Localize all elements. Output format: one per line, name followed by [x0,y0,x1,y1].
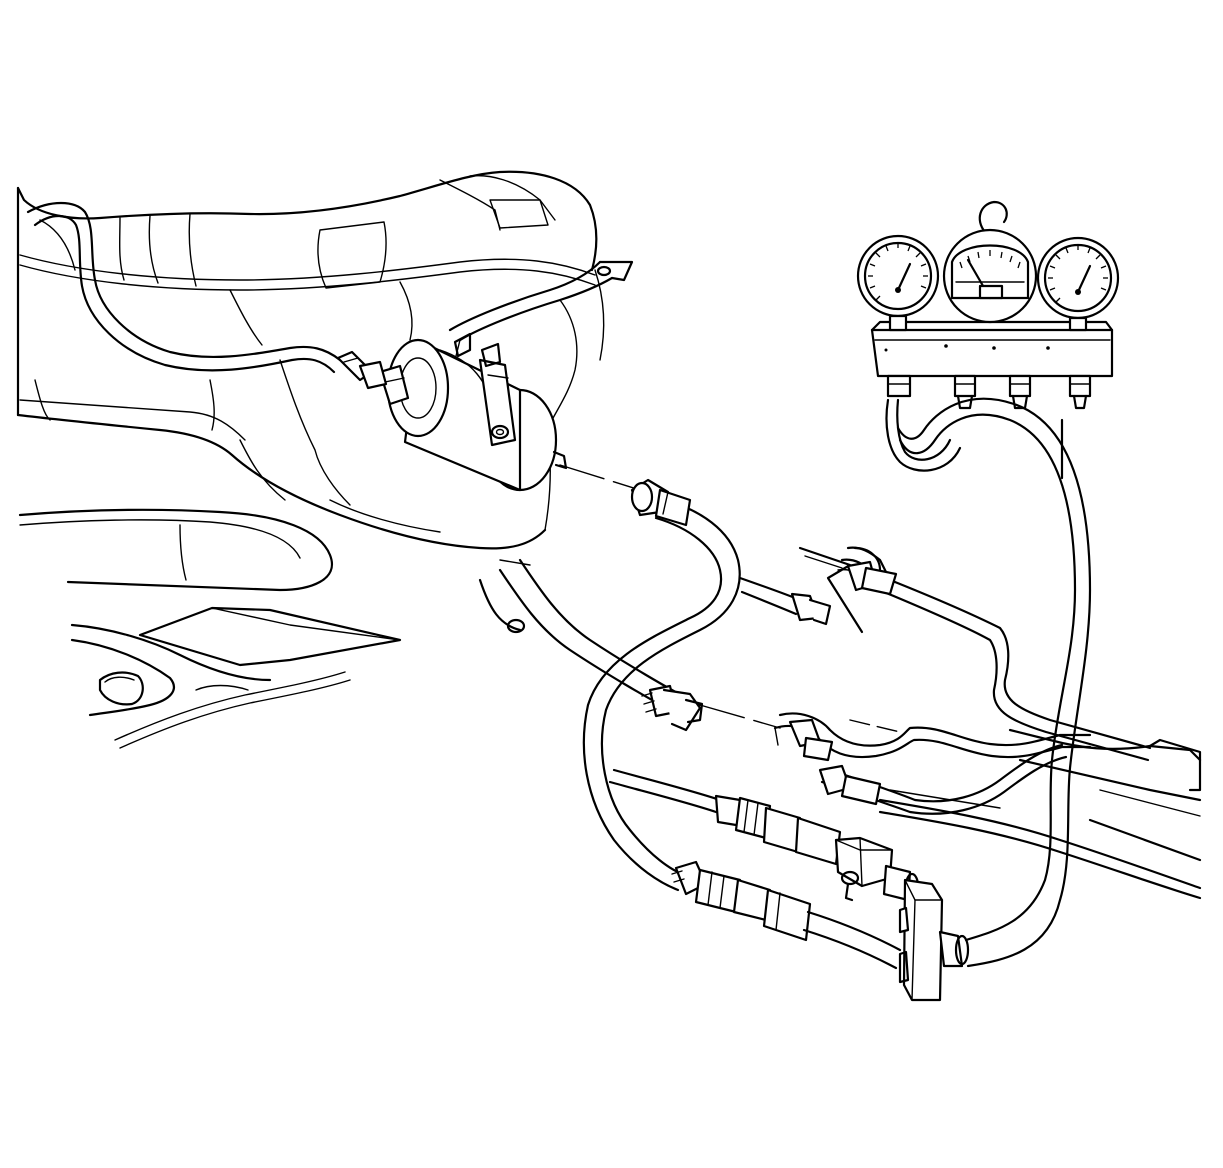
fuel-rail-lines [773,546,1092,815]
fuel-filter [378,332,568,492]
chassis-frame-rail [478,546,1202,900]
mounting-bracket [448,260,634,373]
right-pressure-gauge [1036,236,1120,332]
gauge-hoses [885,397,1092,968]
underbody-pan [18,508,402,749]
test-hose-assembly [608,768,970,1002]
quick-connect-fittings [641,684,704,732]
hidden-line-paths [559,464,901,733]
center-vacuum-gauge [942,200,1038,324]
gauge-manifold [870,320,1114,410]
secondary-hose [738,546,864,634]
fuel-line-hose [582,478,741,892]
tank-fuel-line [26,202,388,390]
left-pressure-gauge [856,234,940,332]
fuel-tank [16,170,605,550]
